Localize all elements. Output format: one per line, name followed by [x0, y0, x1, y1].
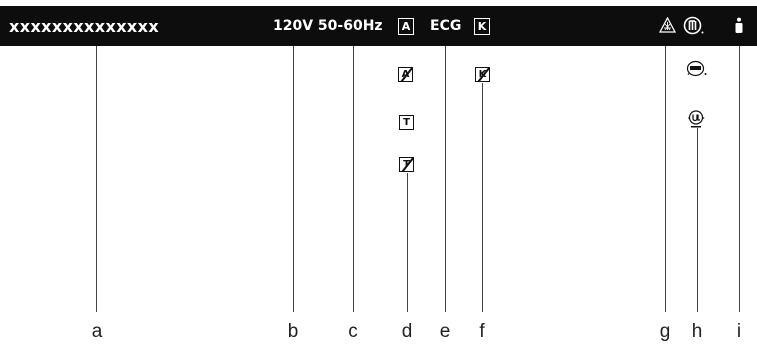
callout-d: d	[401, 321, 413, 342]
certification-mark-icon	[686, 60, 707, 77]
callout-g: g	[659, 321, 671, 342]
leader-line-g	[665, 46, 666, 312]
ecg-text: ECG	[430, 18, 462, 34]
ul-listed-icon	[688, 110, 705, 128]
type-a-symbol: A	[398, 18, 414, 35]
callout-f: f	[479, 321, 485, 342]
type-t-symbol: T	[399, 115, 414, 130]
type-k-symbol: K	[474, 18, 490, 35]
callout-a: a	[91, 321, 103, 342]
callout-b: b	[287, 321, 299, 342]
callout-e: e	[439, 321, 451, 342]
leader-line-a	[96, 46, 97, 312]
callout-c: c	[348, 321, 358, 342]
rating-label: xxxxxxxxxxxxxx 120V 50-60Hz A ECG K	[0, 6, 757, 46]
person-icon	[735, 17, 743, 33]
warning-icon	[659, 17, 676, 33]
type-a-strikethrough-symbol: A	[398, 67, 413, 82]
callout-h: h	[691, 321, 703, 342]
electrical-rating: 120V 50-60Hz	[273, 18, 383, 34]
leader-line-b	[293, 46, 294, 312]
etl-listed-icon	[683, 16, 704, 35]
serial-number: xxxxxxxxxxxxxx	[9, 17, 160, 36]
callout-i: i	[736, 321, 742, 342]
leader-line-f	[482, 83, 483, 312]
leader-line-d	[407, 173, 408, 312]
type-k-strikethrough-symbol: K	[475, 67, 490, 82]
leader-line-i	[739, 46, 740, 312]
leader-line-h	[697, 128, 698, 312]
leader-line-c	[353, 46, 354, 312]
leader-line-e	[445, 46, 446, 312]
type-t-strikethrough-symbol: T	[399, 157, 414, 172]
